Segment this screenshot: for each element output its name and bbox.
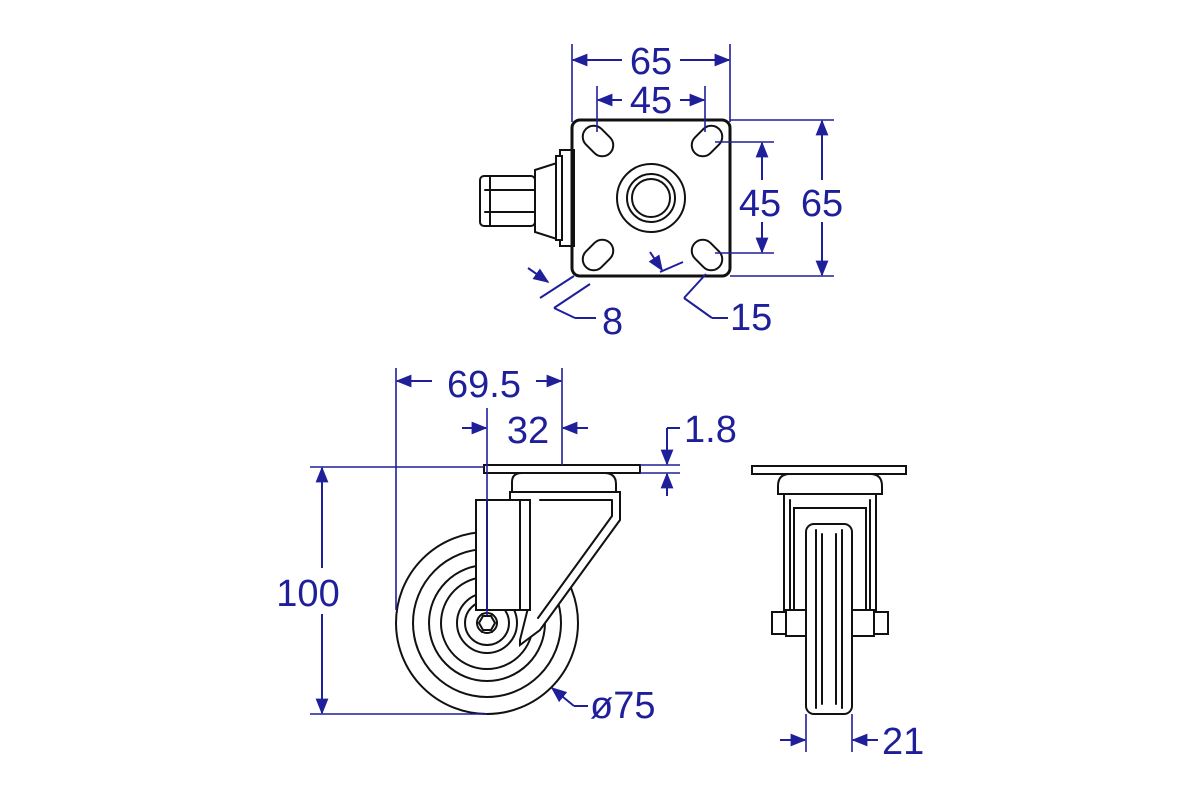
dim-offset-swivel: 32 bbox=[462, 408, 588, 615]
top-plate bbox=[570, 118, 732, 278]
dim-slot-width-label: 8 bbox=[602, 301, 623, 343]
dim-wheel-width-label: 21 bbox=[882, 721, 924, 763]
front-top-plate bbox=[751, 465, 907, 475]
front-view: 21 bbox=[751, 465, 924, 763]
dim-plate-thickness-label: 1.8 bbox=[684, 409, 737, 451]
side-top-plate bbox=[483, 464, 641, 474]
dim-hole-spacing-y-label: 45 bbox=[739, 183, 781, 225]
front-fork bbox=[783, 493, 877, 613]
top-view: 65 45 45 65 bbox=[479, 41, 843, 343]
mounting-slots bbox=[581, 124, 724, 272]
dim-hole-spacing-x: 45 bbox=[596, 80, 706, 132]
dim-wheel-diameter-label: ø75 bbox=[590, 685, 655, 727]
dim-slot-length-label: 15 bbox=[730, 297, 772, 339]
dim-wheel-width: 21 bbox=[780, 714, 924, 763]
dim-offset-swivel-label: 32 bbox=[507, 410, 549, 452]
dim-plate-height: 65 bbox=[730, 119, 843, 277]
dim-wheel-diameter: ø75 bbox=[550, 685, 655, 727]
swivel-bearing bbox=[511, 472, 617, 493]
dim-overall-height: 100 bbox=[276, 466, 487, 715]
top-view-wheel-bracket bbox=[479, 149, 575, 247]
dim-plate-thickness: 1.8 bbox=[640, 409, 737, 496]
dim-slot-width: 8 bbox=[527, 267, 623, 343]
center-hub bbox=[616, 163, 686, 233]
dim-plate-width: 65 bbox=[571, 41, 731, 122]
dim-hole-spacing-y: 45 bbox=[715, 141, 781, 254]
front-wheel bbox=[805, 523, 853, 715]
dim-plate-height-label: 65 bbox=[801, 183, 843, 225]
dim-hole-spacing-x-label: 45 bbox=[630, 80, 672, 122]
side-view: 69.5 32 1.8 100 ø7 bbox=[276, 364, 737, 727]
dim-overall-height-label: 100 bbox=[276, 573, 339, 615]
dim-offset-total-label: 69.5 bbox=[447, 364, 521, 406]
dim-slot-length: 15 bbox=[648, 251, 772, 339]
dim-offset-total: 69.5 bbox=[395, 364, 563, 610]
fork-upright bbox=[475, 499, 531, 611]
dim-plate-width-label: 65 bbox=[630, 41, 672, 83]
